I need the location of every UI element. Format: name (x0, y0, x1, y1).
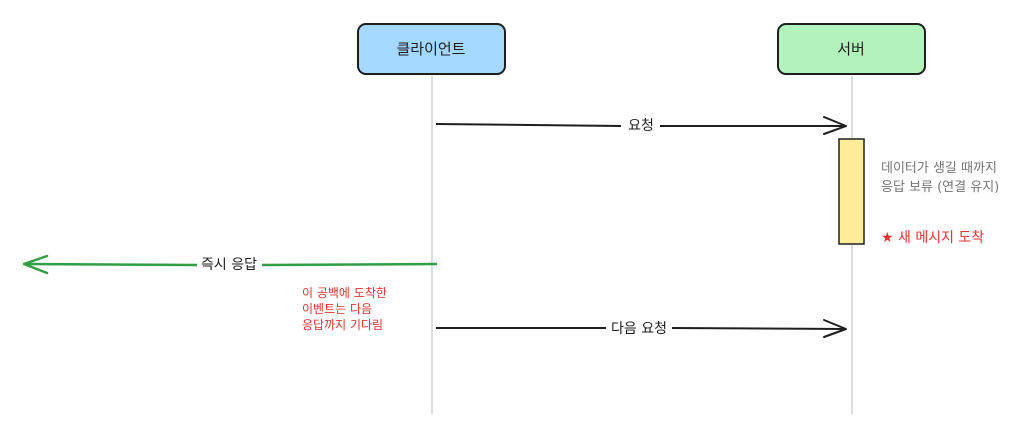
server-activation-bar (838, 138, 865, 245)
immediate-response-arrow: 즉시 응답 (22, 254, 438, 275)
hold-note-line2: 응답 보류 (연결 유지) (881, 180, 999, 195)
client-label: 클라이언트 (396, 40, 465, 58)
next-request-arrow: 다음 요청 (436, 319, 847, 338)
gap-note-line1: 이 공백에 도착한 (302, 286, 387, 300)
next-request-label: 다음 요청 (611, 321, 667, 337)
request-arrow: 요청 (435, 116, 847, 135)
immediate-response-label: 즉시 응답 (201, 257, 257, 273)
hold-note-line1: 데이터가 생길 때까지 (881, 161, 997, 176)
gap-note-line3: 응답까지 기다림 (302, 318, 383, 332)
arrival-note: ★ 새 메시지 도착 (881, 230, 984, 246)
client-participant: 클라이언트 (357, 23, 506, 75)
gap-note-line2: 이벤트는 다음 (302, 302, 372, 316)
server-participant: 서버 (777, 23, 926, 75)
server-label: 서버 (837, 40, 865, 58)
request-label: 요청 (628, 118, 654, 134)
